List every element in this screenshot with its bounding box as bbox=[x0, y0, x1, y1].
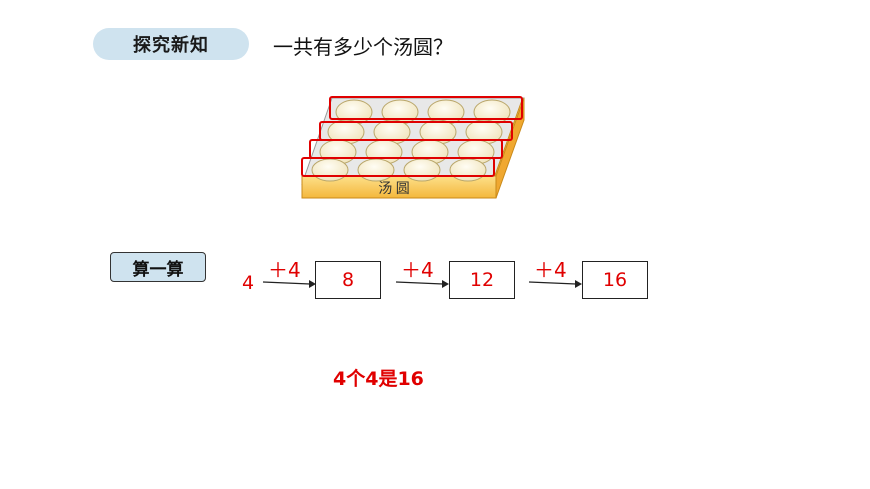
arrow-icon bbox=[262, 280, 316, 288]
result-box-1: 8 bbox=[315, 261, 381, 299]
question-text: 一共有多少个汤圆？ bbox=[273, 35, 453, 59]
calc-label: 算一算 bbox=[110, 252, 206, 282]
tray-label: 汤 圆 bbox=[378, 181, 410, 197]
step-1-op: ＋4 bbox=[268, 258, 301, 282]
result-1: 8 bbox=[341, 269, 355, 291]
row-highlight-boxes bbox=[301, 96, 523, 177]
result-3: 16 bbox=[602, 269, 628, 291]
summary-text: 4个4是16 bbox=[333, 368, 424, 390]
result-2: 12 bbox=[469, 269, 495, 291]
arrow-icon bbox=[395, 280, 449, 288]
start-number: 4 bbox=[242, 272, 255, 294]
section-tag: 探究新知 bbox=[93, 28, 249, 60]
arrow-icon bbox=[528, 280, 582, 288]
step-2-op: ＋4 bbox=[401, 258, 434, 282]
result-box-2: 12 bbox=[449, 261, 515, 299]
result-box-3: 16 bbox=[582, 261, 648, 299]
tangyuan-tray-illustration: 汤 圆 bbox=[301, 96, 525, 199]
step-3-op: ＋4 bbox=[534, 258, 567, 282]
